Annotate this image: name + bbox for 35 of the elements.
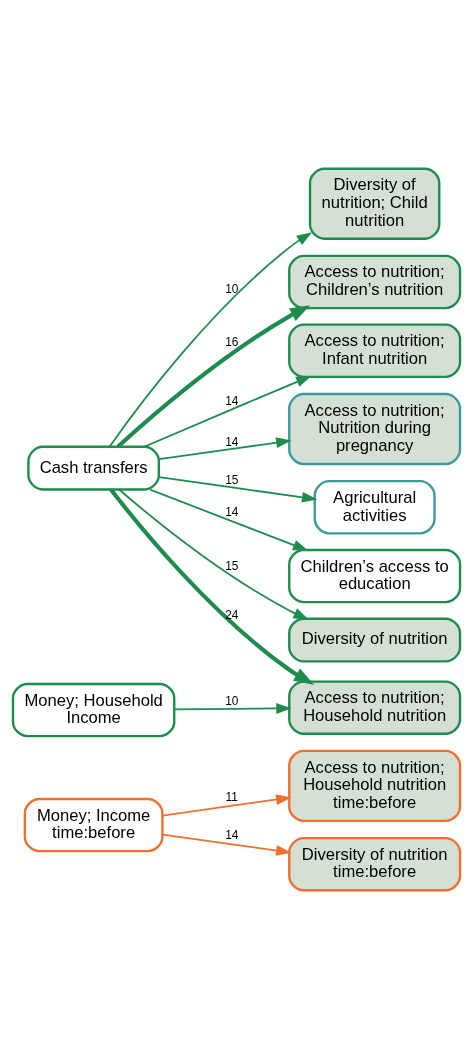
node-box: Access to nutrition; Household nutrition time:before	[288, 749, 462, 823]
edge-label: 10	[225, 281, 239, 296]
edge-label: 14	[225, 504, 239, 519]
edge-label: 14	[225, 394, 239, 409]
arrow	[118, 488, 309, 620]
node-box: Agricultural activities	[313, 480, 436, 535]
arrow	[173, 703, 292, 714]
node-box: Access to nutrition; Children’s nutrition	[288, 254, 462, 310]
edge-label: 16	[225, 335, 239, 350]
node-box: Access to nutrition; Household nutrition	[288, 680, 462, 735]
edge-label: 10	[225, 694, 239, 709]
node-box: Diversity of nutrition time:before	[288, 836, 462, 892]
edge-label: 15	[225, 559, 239, 574]
arrow	[143, 375, 312, 448]
node-box: Diversity of nutrition; Child nutrition	[308, 167, 441, 240]
arrow	[116, 305, 311, 449]
arrow	[109, 488, 315, 685]
edge-label: 14	[225, 434, 239, 449]
node-box: Access to nutrition; Nutrition during pregnancy	[288, 392, 462, 466]
edge-label: 15	[225, 472, 239, 487]
node-box: Cash transfers	[27, 445, 160, 491]
edge-label: 24	[225, 607, 239, 622]
node-box: Access to nutrition; Infant nutrition	[288, 323, 462, 379]
arrow	[108, 232, 313, 448]
node-box: Money; Household Income	[11, 682, 176, 738]
node-box: Diversity of nutrition	[288, 617, 462, 663]
node-box: Children’s access to education	[288, 548, 462, 604]
arrow	[161, 833, 292, 856]
arrow	[158, 437, 292, 460]
arrow	[161, 794, 292, 817]
edge-label: 14	[225, 828, 239, 843]
arrow	[149, 488, 309, 551]
arrow	[158, 476, 318, 503]
edge-label: 11	[225, 790, 238, 805]
node-box: Money; Income time:before	[23, 797, 164, 853]
